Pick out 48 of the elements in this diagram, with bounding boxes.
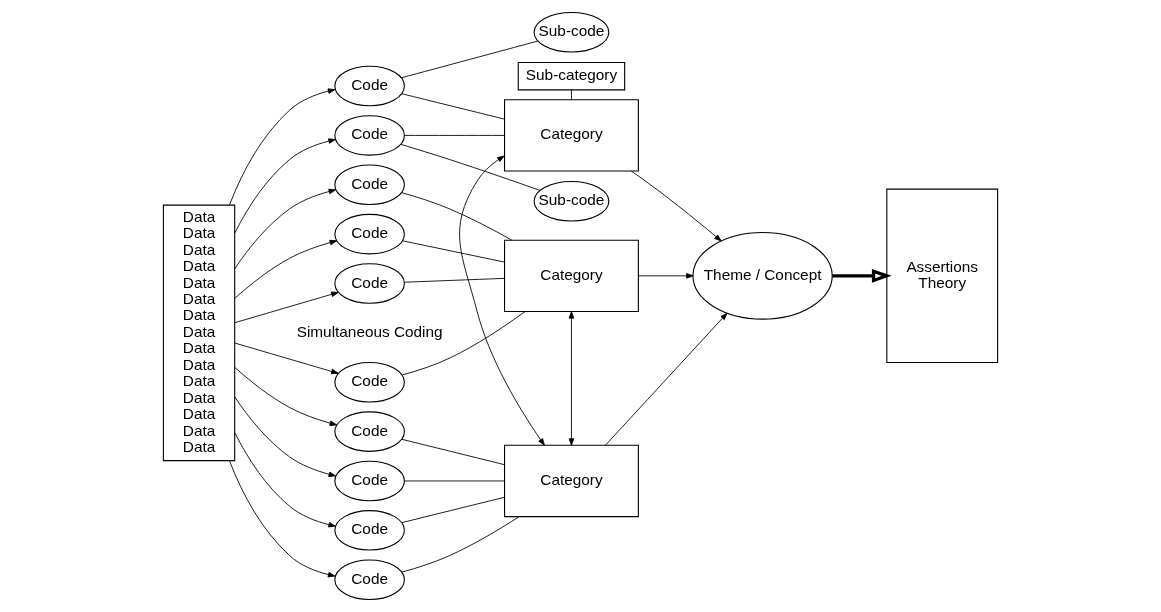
node-ellipse: Code [334,510,405,551]
node-box: Sub-category [517,61,626,91]
connector [401,496,505,524]
node-ellipse: Code [334,65,405,107]
arrow [229,460,336,578]
connector [401,192,513,241]
connector [401,311,526,376]
arrow [229,88,336,206]
arrow [234,366,338,426]
node-ellipse: Code [334,115,405,156]
node-box: Category [504,99,639,172]
connector [571,89,572,100]
arrow [234,188,337,270]
arrow [234,396,337,477]
connector [401,438,505,466]
connector [401,516,520,573]
node-ellipse: Code [334,213,405,255]
node-ellipse: Code [334,460,405,502]
node-box: Category [504,444,639,518]
arrow [234,138,336,234]
arrow [605,312,728,446]
connector [404,277,505,283]
arrow [234,291,339,324]
node-ellipse: Code [334,164,405,206]
arrow [568,311,575,446]
node-box: Data Data Data Data Data Data Data Data Data Data Data Data Data Data Data [162,204,236,462]
connector [400,143,541,191]
node-box: Category [504,239,639,313]
node-box: Assertions Theory [886,188,999,364]
node-ellipse: Code [334,263,405,304]
connector [401,40,539,79]
node-ellipse: Sub-code [533,12,610,53]
arrow [234,432,336,528]
connector [404,480,505,482]
arrow [234,342,339,375]
node-ellipse: Code [334,559,405,600]
arrow [630,170,722,242]
label: Simultaneous Coding [296,322,443,340]
node-ellipse: Code [334,361,405,403]
arrow [638,273,694,279]
connector [401,93,505,120]
connector [402,240,505,263]
connector [404,135,505,136]
arrow [459,155,545,446]
node-ellipse: Code [334,411,405,452]
arrow [234,239,338,299]
arrow [832,268,892,283]
node-ellipse: Sub-code [533,180,610,222]
